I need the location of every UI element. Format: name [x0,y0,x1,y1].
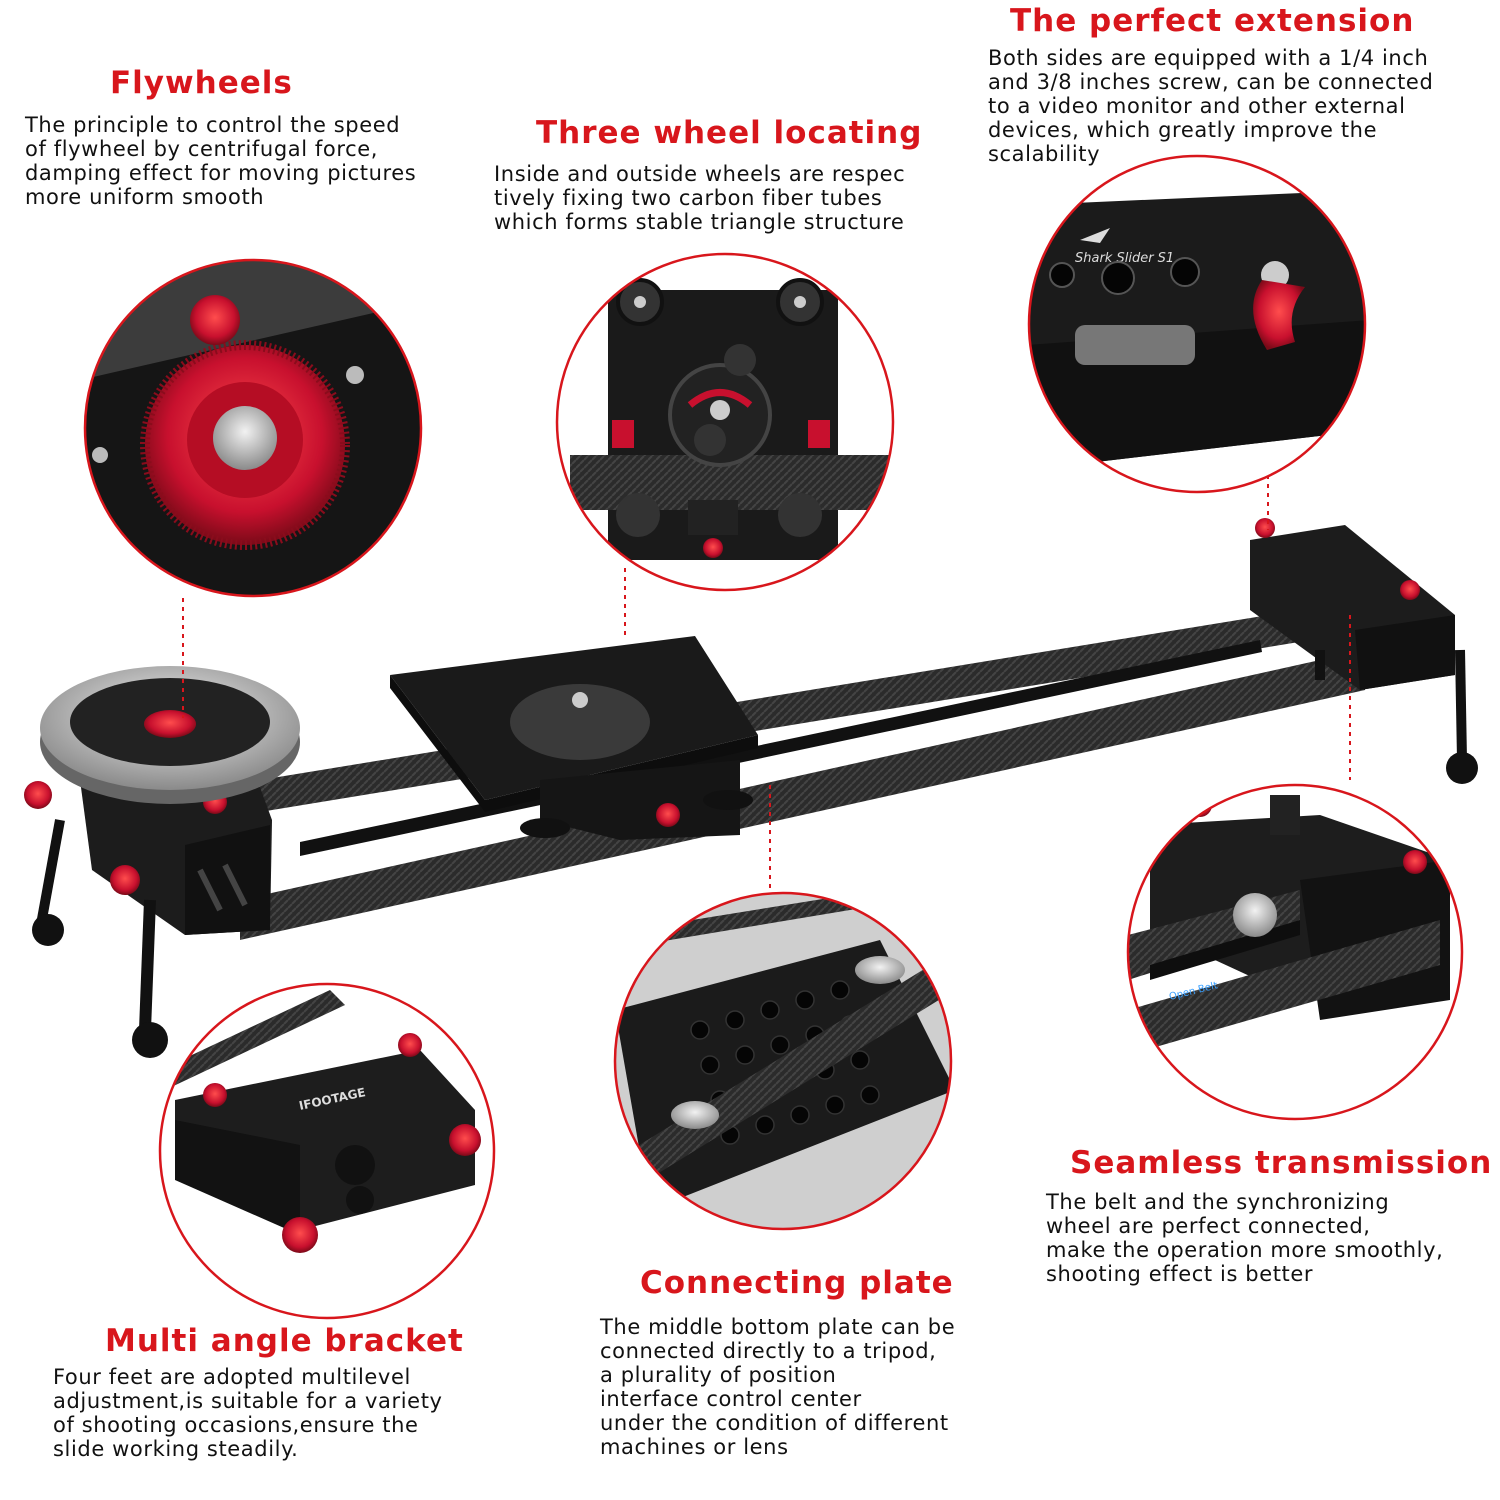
detail-circle-seamless [1126,783,1464,1121]
detail-circle-multi-angle [158,982,496,1320]
desc-line: The belt and the synchronizing [1046,1190,1390,1214]
feature-description: The belt and the synchronizing wheel are… [1046,1190,1443,1286]
feature-description: Four feet are adopted multilevel adjustm… [53,1365,443,1461]
desc-line: under the condition of different [600,1411,949,1435]
feature-description: Inside and outside wheels are respec tiv… [494,162,905,234]
detail-circle-extension [1027,154,1367,494]
feature-description: The middle bottom plate can be connected… [600,1315,955,1459]
feature-title: Seamless transmission [1070,1145,1493,1181]
desc-line: damping effect for moving pictures [25,161,417,185]
desc-line: interface control center [600,1387,862,1411]
desc-line: Four feet are adopted multilevel [53,1365,411,1389]
desc-line: more uniform smooth [25,185,265,209]
detail-circle-three-wheel [555,252,895,592]
flywheel [40,666,300,804]
desc-line: scalability [988,142,1101,166]
desc-line: of shooting occasions,ensure the [53,1413,419,1437]
detail-connecting-plate [615,893,951,1229]
desc-line: to a video monitor and other external [988,94,1406,118]
detail-three-wheel [557,254,893,590]
desc-line: tively fixing two carbon fiber tubes [494,186,883,210]
desc-line: Inside and outside wheels are respec [494,162,906,186]
desc-line: wheel are perfect connected, [1046,1214,1371,1238]
feature-description: The principle to control the speed of fl… [25,113,416,209]
callout-lines [182,475,1351,890]
desc-line: make the operation more smoothly, [1046,1238,1444,1262]
desc-line: Both sides are equipped with a 1/4 inch [988,46,1429,70]
desc-line: adjustment,is suitable for a variety [53,1389,443,1413]
desc-line: which forms stable triangle structure [494,210,905,234]
slider-main [24,518,1478,1058]
feature-title: Connecting plate [640,1265,954,1301]
detail-seamless: Open Belt [1128,785,1462,1119]
feature-title: The perfect extension [1010,3,1415,39]
feature-description: Both sides are equipped with a 1/4 inch … [988,46,1433,166]
feature-title: Flywheels [110,65,293,101]
carriage [390,636,758,840]
feature-title: Three wheel locating [536,115,923,151]
desc-line: slide working steadily. [53,1437,299,1461]
desc-line: devices, which greatly improve the [988,118,1378,142]
detail-extension: Shark Slider S1 [1029,156,1365,492]
desc-line: and 3/8 inches screw, can be connected [988,70,1434,94]
detail-multi-angle: IFOOTAGE [160,984,494,1318]
brand-plate-text: Shark Slider S1 [1075,251,1174,266]
desc-line: machines or lens [600,1435,789,1459]
detail-circle-flywheel [83,258,423,598]
desc-line: The principle to control the speed [25,113,401,137]
feature-title: Multi angle bracket [105,1323,464,1359]
detail-circle-connecting-plate [613,891,953,1231]
desc-line: connected directly to a tripod, [600,1339,937,1363]
carbon-rail-lower [240,650,1365,940]
desc-line: The middle bottom plate can be [600,1315,956,1339]
right-end-block [1250,518,1478,784]
desc-line: shooting effect is better [1046,1262,1314,1286]
detail-flywheel [85,260,421,596]
desc-line: a plurality of position [600,1363,837,1387]
desc-line: of flywheel by centrifugal force, [25,137,379,161]
